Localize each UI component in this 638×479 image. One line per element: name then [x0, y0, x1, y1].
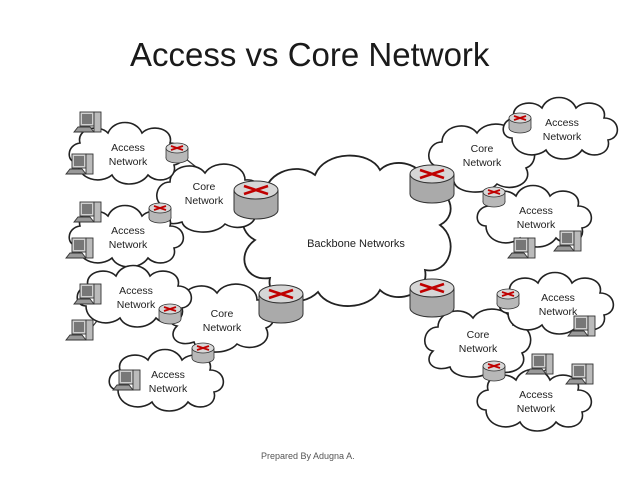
access-label-bottom: Network: [149, 383, 188, 395]
access-cloud-6: Access Network: [476, 184, 593, 248]
router-icon: [482, 360, 506, 382]
access-label-top: Access: [545, 117, 579, 129]
access-label-top: Access: [519, 389, 553, 401]
access-label-bottom: Network: [109, 156, 148, 168]
core-label-top: Core: [211, 308, 234, 320]
access-label-top: Access: [541, 292, 575, 304]
router-icon: [148, 202, 172, 224]
core-label-bottom: Network: [203, 322, 242, 334]
core-label-bottom: Network: [185, 195, 224, 207]
computer-icon: [73, 111, 102, 133]
router-icon: [496, 288, 520, 310]
core-cloud-bottom-right: Core Network: [424, 308, 532, 378]
backbone-router-icon: [257, 283, 305, 325]
slide-footer: Prepared By Adugna A.: [261, 451, 355, 461]
access-cloud-8: Access Network: [476, 368, 593, 432]
backbone-router-icon: [232, 179, 280, 221]
computer-icon: [525, 353, 554, 375]
core-label-top: Core: [471, 143, 494, 155]
computer-icon: [565, 363, 594, 385]
access-label-bottom: Network: [543, 131, 582, 143]
router-icon: [508, 112, 532, 134]
access-label-top: Access: [119, 285, 153, 297]
access-cloud-3: Access Network: [76, 264, 193, 328]
access-label-bottom: Network: [517, 403, 556, 415]
access-cloud-1: Access Network: [68, 121, 185, 185]
access-cloud-2: Access Network: [68, 204, 185, 268]
computer-icon: [65, 319, 94, 341]
router-icon: [191, 342, 215, 364]
access-cloud-7: Access Network: [498, 271, 615, 335]
router-icon: [165, 142, 189, 164]
access-label-top: Access: [519, 205, 553, 217]
core-label-top: Core: [193, 181, 216, 193]
access-label-top: Access: [111, 142, 145, 154]
access-label-top: Access: [111, 225, 145, 237]
access-cloud-5: Access Network: [502, 96, 619, 160]
access-label-bottom: Network: [117, 299, 156, 311]
core-label-bottom: Network: [463, 157, 502, 169]
slide-title: Access vs Core Network: [130, 36, 490, 73]
backbone-label: Backbone Networks: [307, 238, 405, 250]
backbone-router-icon: [408, 277, 456, 319]
router-icon: [158, 303, 182, 325]
access-label-bottom: Network: [539, 306, 578, 318]
backbone-router-icon: [408, 163, 456, 205]
core-label-top: Core: [467, 329, 490, 341]
core-cloud-top-right: Core Network: [428, 123, 536, 193]
core-label-bottom: Network: [459, 343, 498, 355]
access-label-bottom: Network: [109, 239, 148, 251]
access-label-bottom: Network: [517, 219, 556, 231]
router-icon: [482, 186, 506, 208]
access-label-top: Access: [151, 369, 185, 381]
access-cloud-4: Access Network: [108, 348, 225, 412]
computer-icon: [73, 201, 102, 223]
